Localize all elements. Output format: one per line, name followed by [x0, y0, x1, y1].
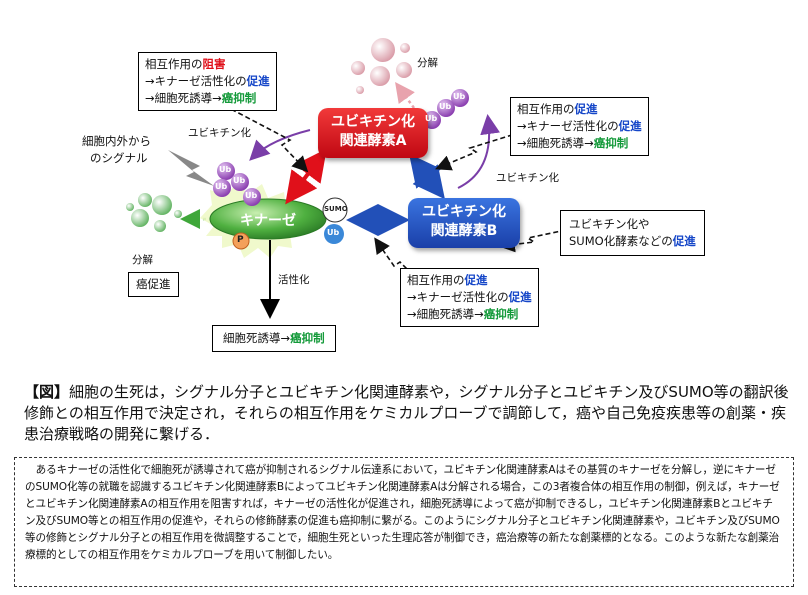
box-line-2: →キナーゼ活性化の促進 [517, 119, 642, 133]
signal-lightning-icon [168, 150, 214, 186]
ubiquitination-label-right: ユビキチン化 [496, 172, 559, 184]
box-promote-interaction-top: 相互作用の促進 →キナーゼ活性化の促進 →細胞死誘導→癌抑制 [510, 97, 649, 156]
ubiquitination-label-left: ユビキチン化 [188, 127, 251, 139]
signal-label-line-1: 細胞内外から [82, 134, 151, 148]
activation-label: 活性化 [278, 274, 310, 286]
ub-label: Ub [453, 92, 466, 101]
ub-label: Ub [215, 182, 228, 191]
box-cancer-promotion: 癌促進 [128, 272, 179, 297]
box-line-3: →細胞死誘導→癌抑制 [517, 136, 629, 150]
box-line-1: 相互作用の促進 [517, 102, 598, 116]
box-line-1: 相互作用の阻害 [145, 57, 226, 71]
dashed-line-top-right [435, 129, 529, 171]
degradation-label-left: 分解 [132, 254, 153, 266]
caption-text: 細胞の生死は，シグナル分子とユビキチン化関連酵素や，シグナル分子とユビキチン及び… [24, 383, 789, 443]
enzyme-b-line-1: ユビキチン化 [422, 204, 506, 220]
figure-caption: 【図】細胞の生死は，シグナル分子とユビキチン化関連酵素や，シグナル分子とユビキチ… [24, 382, 794, 445]
arrow-enzyme-a-enzyme-b [409, 153, 445, 200]
diagram-graphics [126, 38, 567, 319]
phospho-circle [232, 232, 250, 250]
ubiquitination-arrow-right [457, 114, 501, 189]
ub-label: Ub [245, 191, 258, 200]
kinase-ellipse [209, 198, 327, 240]
ub-chain-kinase [213, 162, 261, 206]
sumo-label: SUMO [324, 205, 348, 213]
arrow-kinase-enzyme-a [285, 148, 327, 205]
box-line-2: SUMO化酵素などの促進 [569, 234, 696, 248]
degraded-bubbles-top [351, 38, 412, 94]
degraded-bubbles-left [126, 193, 182, 232]
dashed-line-mid-right [498, 229, 567, 253]
enzyme-a-line-1: ユビキチン化 [331, 114, 415, 130]
ub-label: Ub [425, 114, 438, 123]
box-modification-enzymes: ユビキチン化や SUMO化酵素などの促進 [560, 210, 705, 256]
box-line-2: →キナーゼ活性化の促進 [145, 74, 270, 88]
enzyme-b-line-2: 関連酵素B [430, 223, 498, 239]
box-promote-interaction-bottom: 相互作用の促進 →キナーゼ活性化の促進 →細胞死誘導→癌抑制 [400, 268, 539, 327]
ub-label: Ub [219, 165, 232, 174]
degradation-label-top: 分解 [417, 57, 438, 69]
ub-label: Ub [327, 228, 340, 237]
box-cell-death: 細胞死誘導→癌抑制 [212, 325, 336, 352]
enzyme-b: ユビキチン化 関連酵素B [408, 198, 520, 248]
enzyme-a: ユビキチン化 関連酵素A [318, 108, 428, 158]
box-line-3: →細胞死誘導→癌抑制 [407, 307, 519, 321]
signal-label-line-2: のシグナル [90, 151, 148, 165]
box-inhibit-interaction: 相互作用の阻害 →キナーゼ活性化の促進 →細胞死誘導→癌抑制 [138, 52, 277, 111]
box-line-1: 相互作用の促進 [407, 273, 488, 287]
summary-box: あるキナーゼの活性化で細胞死が誘導されて癌が抑制されるシグナル伝達系において，ユ… [14, 457, 794, 587]
ub-label: Ub [439, 102, 452, 111]
box-line-3: →細胞死誘導→癌抑制 [145, 91, 257, 105]
ubiquitination-arrow-left [249, 129, 311, 161]
box-line-2: →キナーゼ活性化の促進 [407, 290, 532, 304]
kinase-label: キナーゼ [240, 213, 296, 229]
degradation-arrow-top [395, 81, 416, 109]
ub-circle-kinase [324, 224, 344, 244]
ub-label: Ub [233, 176, 246, 185]
caption-tag: 【図】 [24, 383, 70, 401]
box-line-1: ユビキチン化や [569, 217, 650, 231]
enzyme-a-line-2: 関連酵素A [339, 133, 407, 149]
phospho-label: P [237, 235, 244, 245]
